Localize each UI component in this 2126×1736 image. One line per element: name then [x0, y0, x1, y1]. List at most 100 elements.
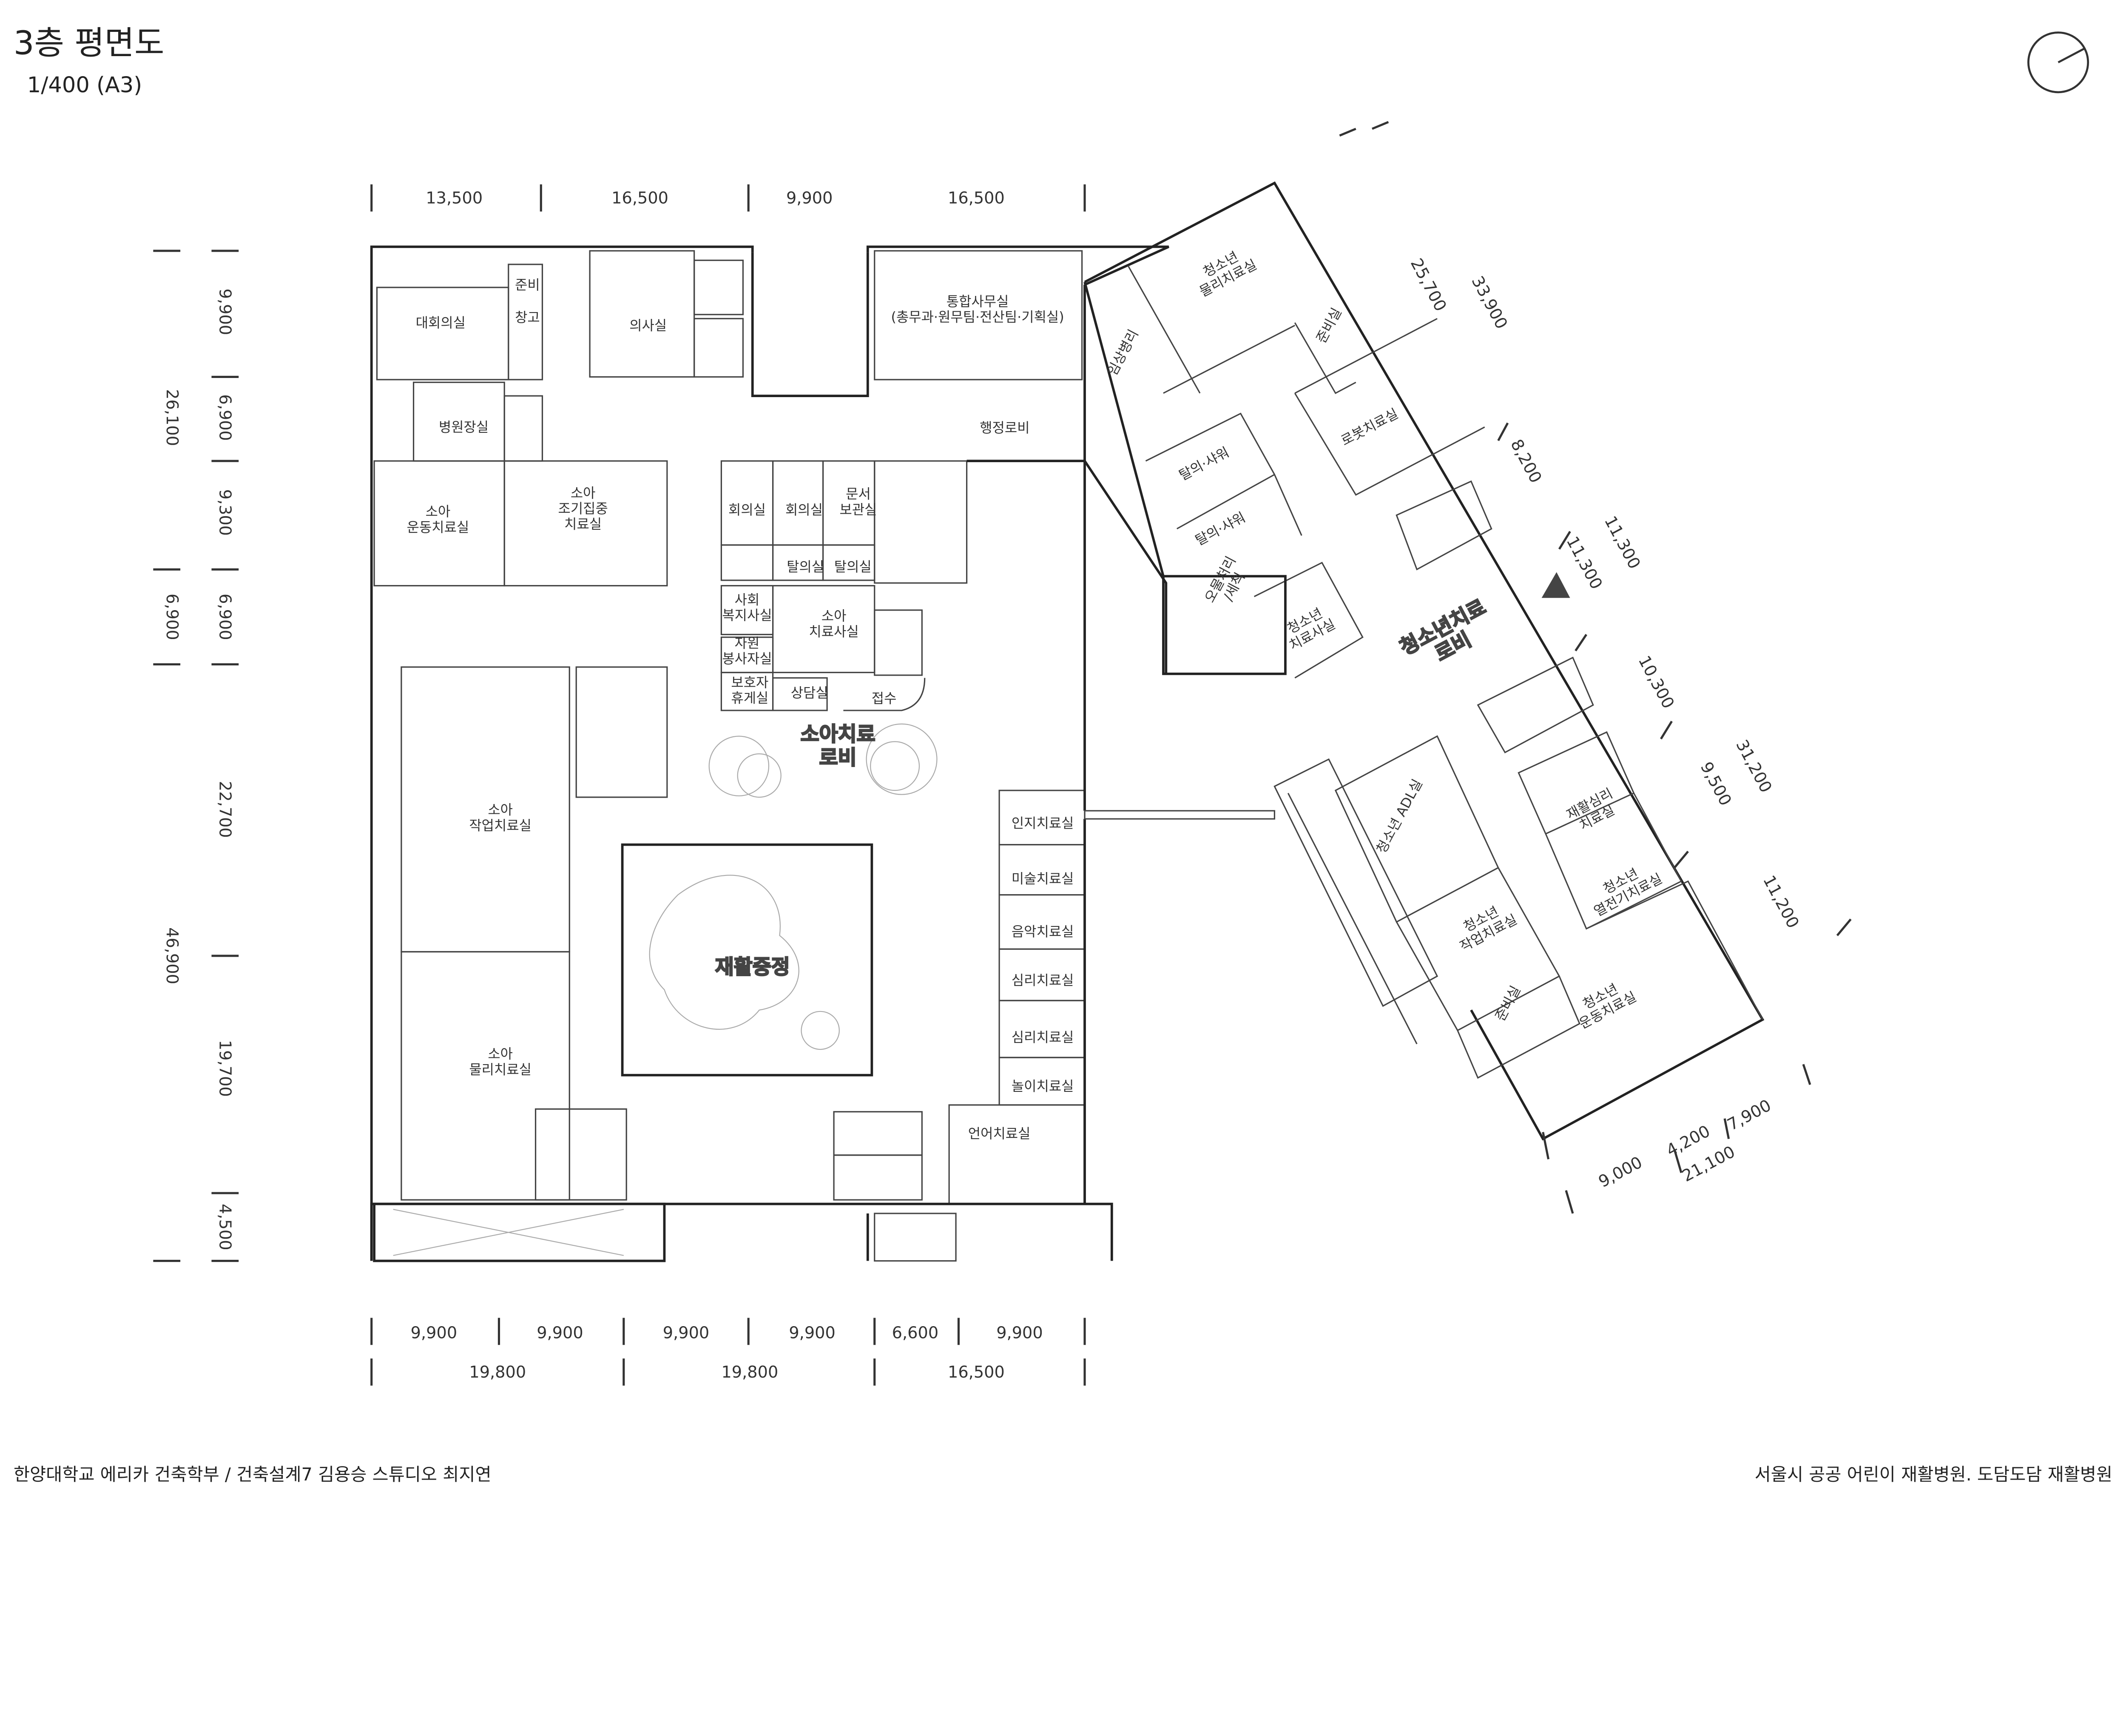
room-label: 미술치료실	[1012, 870, 1074, 886]
room-label-text: 미술치료실	[1012, 870, 1074, 886]
entrance-triangle-icon	[1541, 572, 1570, 598]
dimension-label: 9,900	[786, 188, 833, 207]
dimension-tick	[1565, 1190, 1574, 1214]
room-label-text: 치료실	[564, 516, 602, 532]
dimension-label: 11,300	[1563, 533, 1606, 592]
page-title: 3층 평면도	[14, 25, 165, 63]
room-label-text: 의사실	[629, 317, 667, 333]
room-label: 임상병리	[1104, 327, 1142, 378]
room-label-text: 병원장실	[439, 419, 489, 435]
dimension-label: 25,700	[1407, 255, 1450, 314]
room-label: 준비실	[1313, 305, 1345, 346]
dimension-label: 9,000	[1595, 1153, 1646, 1191]
room-label: 대회의실	[416, 315, 466, 331]
room-label: 통합사무실(총무과·원무팀·전산팀·기획실)	[891, 293, 1064, 325]
room-label-text: 준비실	[1492, 983, 1524, 1024]
room-label: 상담실	[791, 685, 828, 701]
room-label: 접수	[872, 690, 897, 706]
dimension-tick	[1339, 128, 1356, 137]
room-label-text: 접수	[872, 690, 897, 706]
room-label: 준비	[515, 277, 540, 293]
room-label: 언어치료실	[968, 1125, 1031, 1142]
dimension-label: 9,900	[663, 1323, 710, 1342]
dimension-label: 33,900	[1467, 273, 1511, 332]
room-label: 놀이치료실	[1012, 1078, 1074, 1094]
room-label-text: 심리치료실	[1012, 972, 1074, 989]
room-label: 병원장실	[439, 419, 489, 435]
room-label-text: 자원	[735, 635, 760, 651]
dimension-label: 9,900	[537, 1323, 583, 1342]
room-label-text: 문서	[846, 486, 871, 502]
dimension-label: 9,300	[216, 489, 235, 536]
dimension-label: 16,500	[948, 188, 1005, 207]
dimension-label: 9,900	[411, 1323, 458, 1342]
dimension-label: 9,900	[216, 289, 235, 335]
dimension-label: 6,900	[216, 594, 235, 640]
room-label-text: 회의실	[728, 502, 766, 518]
room-label-text: 조기집중	[558, 500, 608, 517]
room-label: 로봇치료실	[1338, 405, 1401, 449]
room-label: 탈의실	[834, 559, 872, 575]
room-label-text: 통합사무실	[946, 293, 1009, 310]
dimension-tick	[1575, 634, 1587, 652]
dimension-tick	[1674, 850, 1689, 869]
dimension-label: 16,500	[948, 1363, 1005, 1382]
room-label-text: 소아	[571, 485, 596, 501]
dimension-tick	[1372, 121, 1389, 130]
room-label-text: 물리치료실	[469, 1061, 532, 1077]
dimension-label: 19,800	[469, 1363, 526, 1382]
dimension-tick	[1802, 1064, 1811, 1085]
dimension-label: 19,800	[721, 1363, 778, 1382]
room-label: 심리치료실	[1012, 972, 1074, 989]
scale-label: 1/400 (A3)	[27, 73, 142, 98]
dimension-label: 19,700	[216, 1040, 235, 1097]
room-label-text: 임상병리	[1104, 327, 1142, 378]
dimension-label: 26,100	[162, 389, 182, 446]
room-label-text: 대회의실	[416, 315, 466, 331]
room-label-text: 소아	[488, 802, 513, 818]
room-label: 회의실	[785, 502, 823, 518]
room-label-text: 탈의실	[834, 559, 872, 575]
room-label: 행정로비	[980, 420, 1029, 436]
room-label: 의사실	[629, 317, 667, 333]
room-label: 음악치료실	[1012, 923, 1074, 940]
dimension-label: 9,500	[1697, 759, 1735, 809]
room-label: 탈의·샤워	[1177, 444, 1232, 483]
dimension-tick	[1673, 1149, 1683, 1173]
dimension-label: 6,900	[162, 594, 182, 640]
room-label-text: 행정로비	[980, 420, 1029, 436]
room-label-text: 심리치료실	[1012, 1029, 1074, 1046]
room-label: 심리치료실	[1012, 1029, 1074, 1046]
dimension-label: 11,200	[1759, 872, 1803, 931]
dimension-label: 4,500	[216, 1204, 235, 1250]
dimension-tick	[1660, 721, 1673, 740]
room-label-text: 복지사실	[722, 607, 772, 623]
room-label-text: 준비	[515, 277, 540, 293]
room-label-text: 인지치료실	[1012, 815, 1074, 831]
dimension-label: 8,200	[1506, 436, 1545, 486]
room-label: 회의실	[728, 502, 766, 518]
room-label: 창고	[515, 309, 540, 325]
dimension-label: 6,600	[892, 1323, 939, 1342]
room-label-text: 준비실	[1313, 305, 1345, 346]
dimension-label: 13,500	[426, 188, 483, 207]
dimension-tick	[1542, 1132, 1550, 1159]
room-label-text: 소아	[488, 1046, 513, 1062]
dimension-label: 11,300	[1600, 513, 1644, 572]
room-label-text: 소아	[426, 503, 451, 520]
area-label-text: 소아치료	[801, 723, 875, 746]
footer-left: 한양대학교 에리카 건축학부 / 건축설계7 김용승 스튜디오 최지연	[14, 1464, 492, 1485]
dimension-label: 46,900	[162, 927, 182, 984]
room-label-text: 보관실	[839, 501, 877, 517]
room-label-text: 놀이치료실	[1012, 1078, 1074, 1094]
